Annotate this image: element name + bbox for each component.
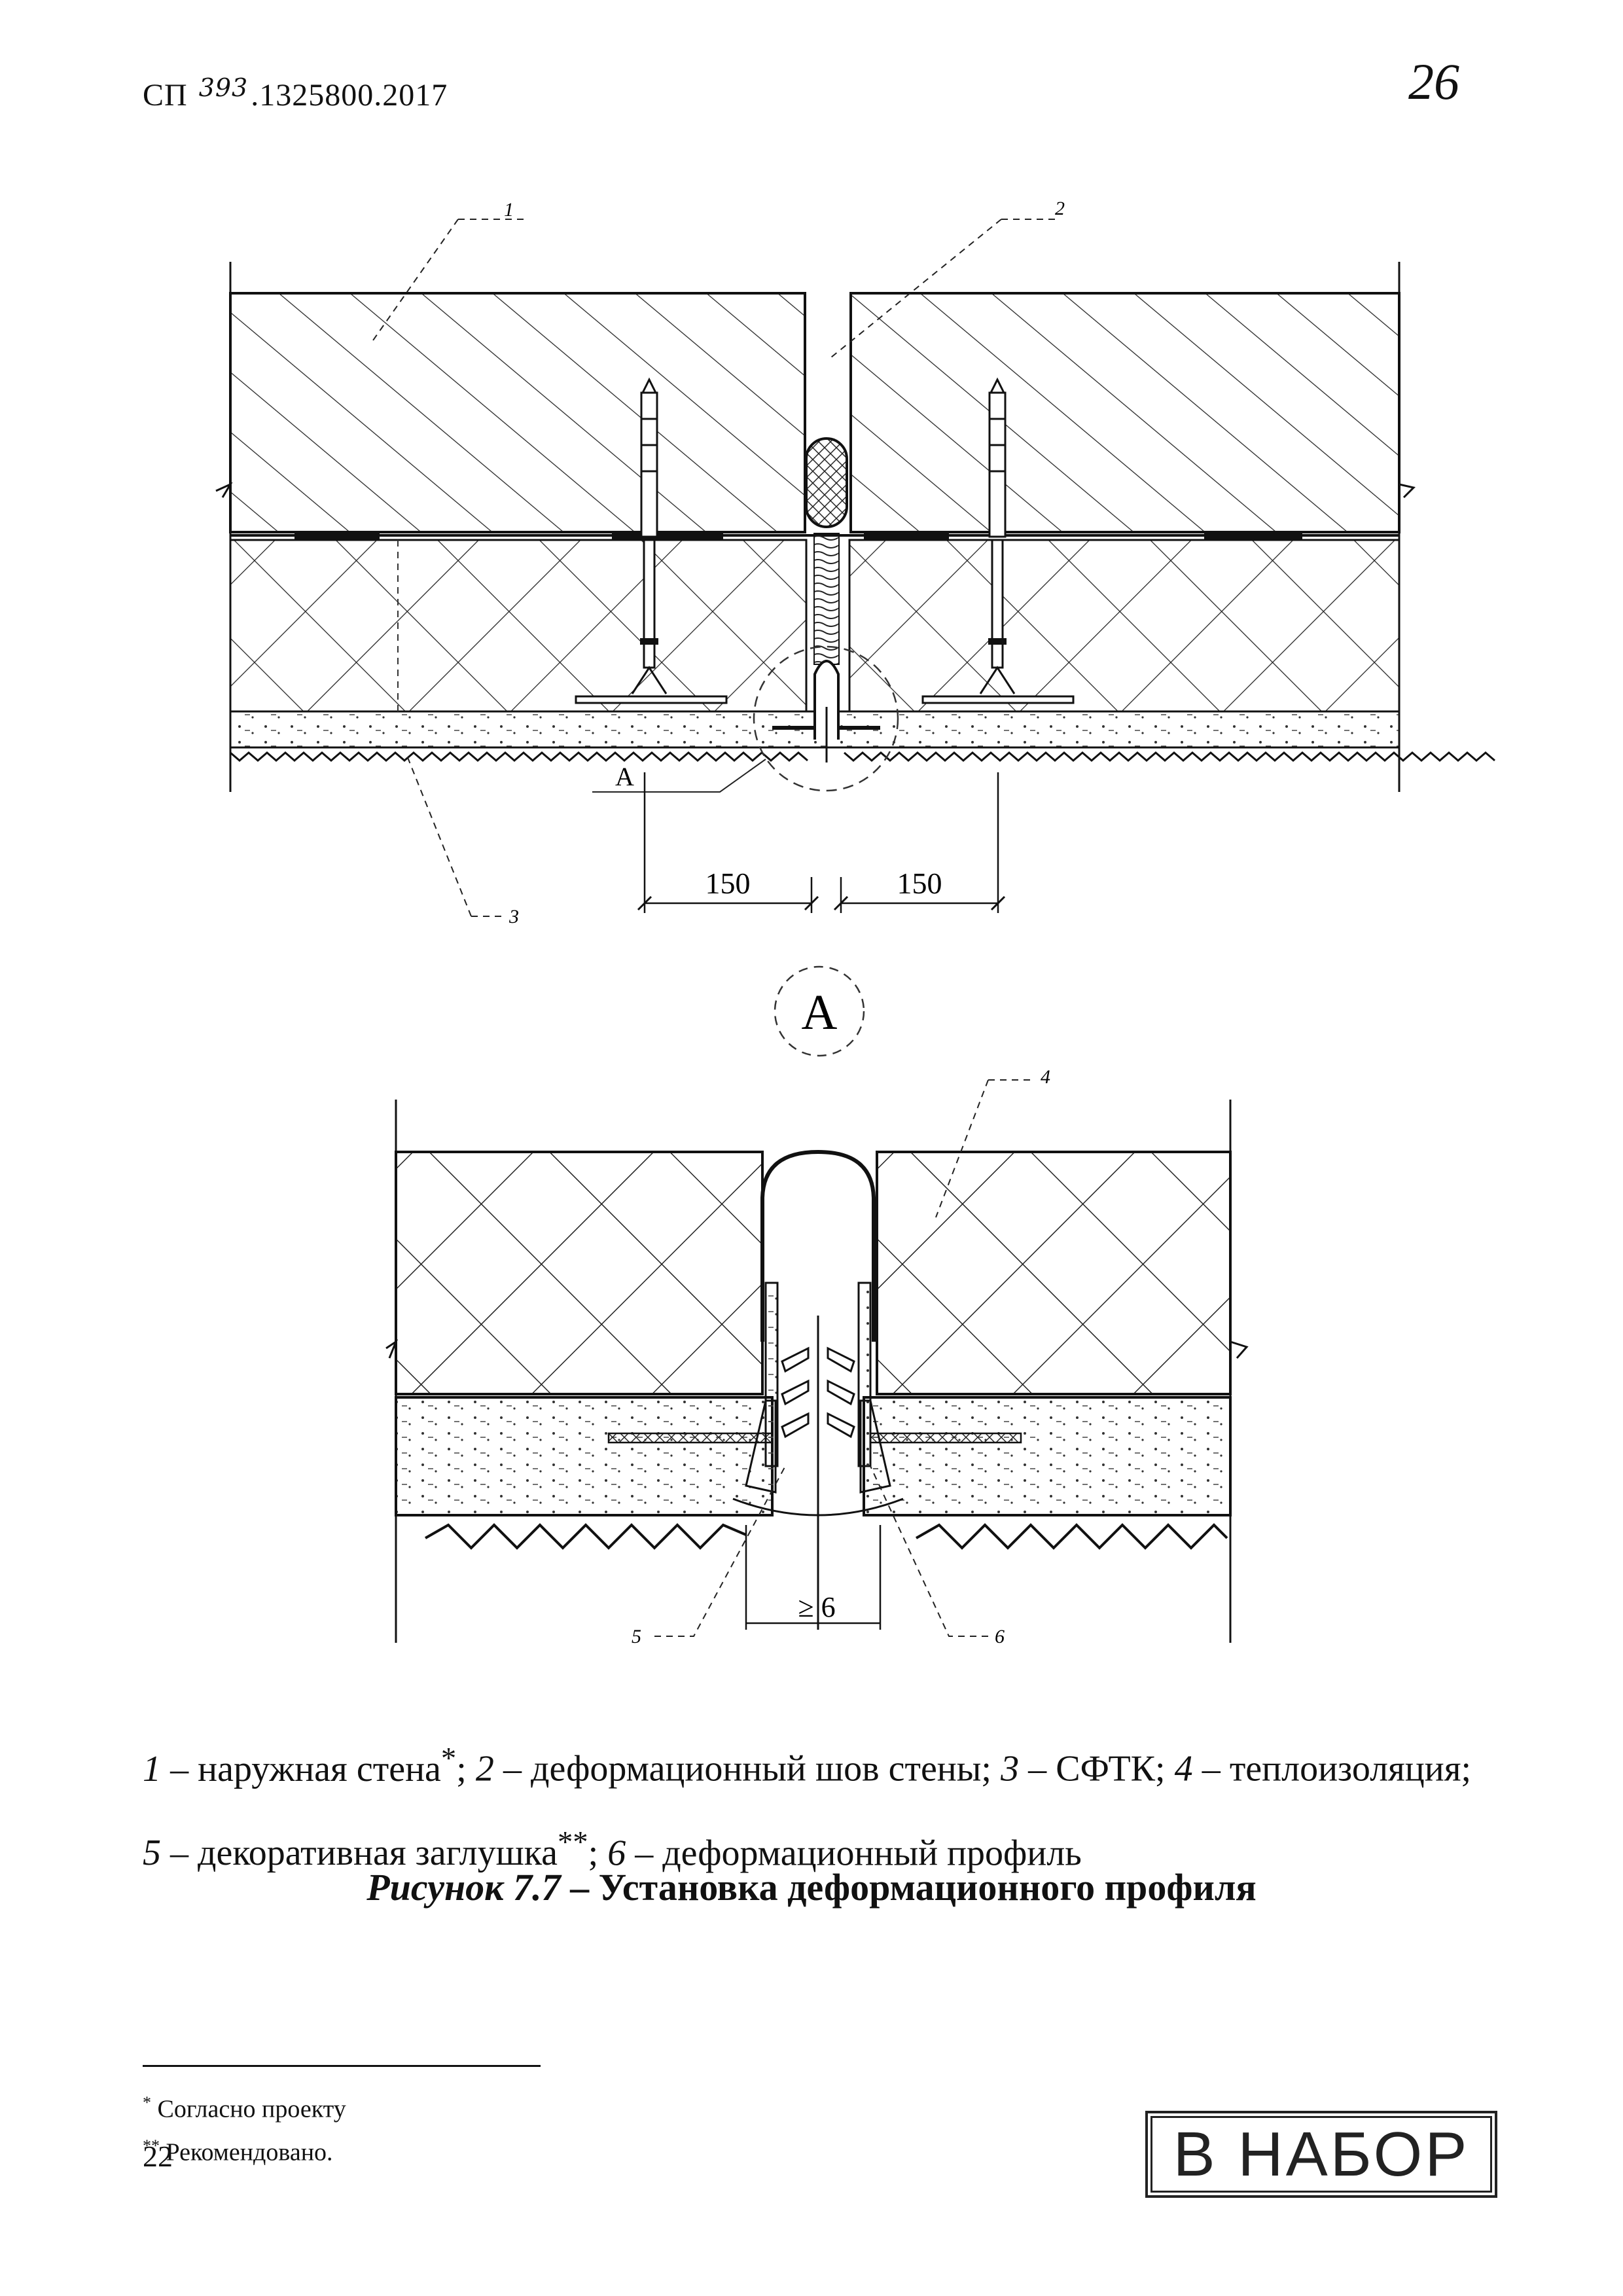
legend-item-1: 1 – наружная стена*; [143, 1741, 467, 1789]
callout-2: 2 [1055, 198, 1065, 219]
detail-circle [753, 645, 899, 792]
document-code: СП 393.1325800.2017 [143, 73, 448, 113]
footnote-divider [143, 2065, 541, 2067]
legend-item-6: 6 – деформационный профиль [607, 1833, 1082, 1874]
dimension-right: 150 [897, 867, 942, 900]
insulation-right [848, 539, 1400, 713]
dimension-gap: ≥ 6 [798, 1591, 835, 1623]
legend-item-5: 5 – декоративная заглушка**; [143, 1825, 599, 1874]
footnotes: * Согласно проекту ** Рекомендовано. [143, 2085, 346, 2170]
dimension-left: 150 [705, 867, 751, 900]
handwritten-page-mark: 26 [1408, 53, 1459, 110]
anchor-right [921, 377, 1075, 704]
page-number: 22 [143, 2140, 173, 2173]
deformation-profile [760, 1149, 876, 1342]
doc-suffix: .1325800.2017 [251, 78, 448, 113]
detail-label: А [802, 985, 838, 1040]
detail-label-circle [774, 965, 865, 1057]
legend-item-3: 3 – СФТК; [1001, 1748, 1166, 1789]
insulation-left [229, 539, 808, 713]
anchor-left [575, 377, 728, 704]
callout-5: 5 [632, 1626, 641, 1647]
legend-item-2: 2 – деформационный шов стены; [475, 1748, 991, 1789]
detail-drawing: ≥ 6 4 5 6 [385, 1066, 1249, 1647]
callout-3: 3 [508, 906, 519, 927]
footnote-1: * Согласно проекту [143, 2093, 346, 2123]
doc-prefix: СП [143, 78, 188, 113]
wall-left [229, 292, 806, 533]
detail-marker: А [615, 762, 634, 791]
callout-1: 1 [504, 199, 514, 221]
sealing-cord [805, 437, 848, 528]
caption-text: – Установка деформационного профиля [570, 1866, 1257, 1909]
wall-right [849, 292, 1400, 533]
figure-caption: Рисунок 7.7 – Установка деформационного … [0, 1865, 1623, 1909]
footnote-2: ** Рекомендовано. [143, 2136, 333, 2166]
stamp: В НАБОР [1145, 2111, 1497, 2198]
callout-6: 6 [995, 1626, 1005, 1647]
callout-4: 4 [1041, 1066, 1050, 1088]
handwritten-number: 393 [198, 73, 249, 102]
legend-item-4: 4 – теплоизоляция; [1174, 1748, 1472, 1789]
figure-drawing: 150 150 1 2 3 А А [215, 198, 1495, 1647]
detail-insulation-left [395, 1151, 764, 1395]
decorative-plug [781, 1346, 855, 1439]
section-drawing: 150 150 1 2 3 А [215, 198, 1495, 927]
caption-label: Рисунок 7.7 [366, 1866, 561, 1909]
detail-insulation-right [876, 1151, 1232, 1395]
figure-legend: 1 – наружная стена*; 2 – деформационный … [143, 1721, 1471, 1890]
